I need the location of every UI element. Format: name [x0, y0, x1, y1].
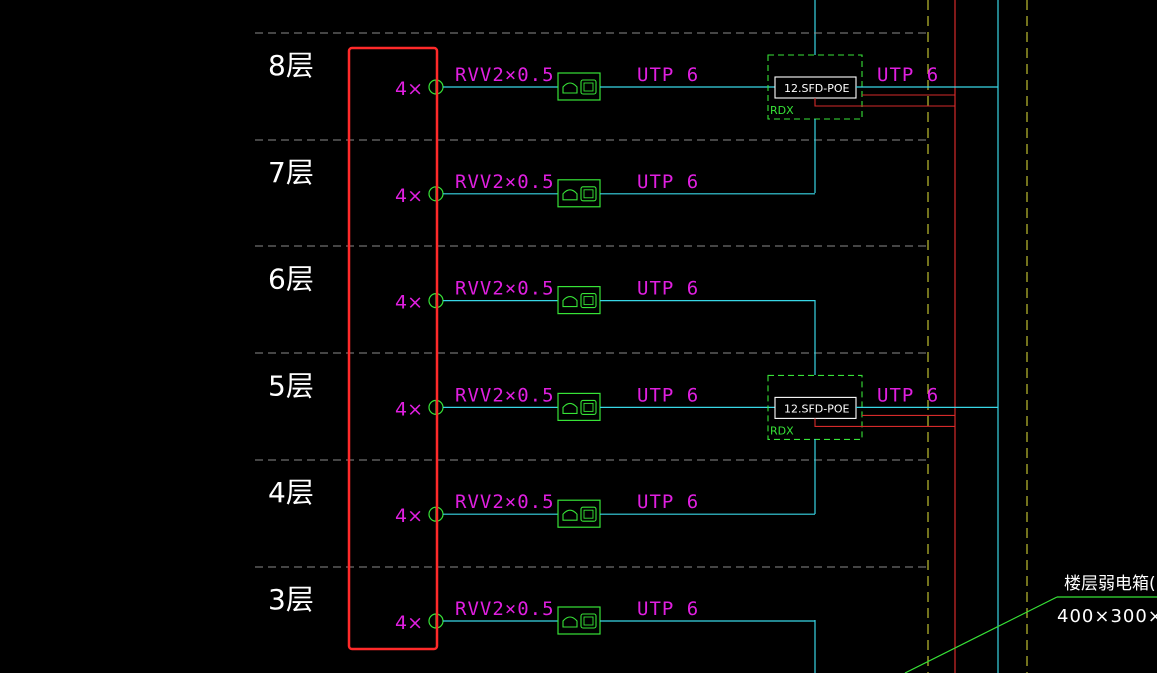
intercom-box [557, 499, 601, 528]
intercom-box [557, 606, 601, 635]
annotation-size: 400×300× [1057, 606, 1157, 627]
floor-label: 7层 [268, 156, 314, 189]
floor-row: 4层 4× RVV2×0.5 UTP 6 [268, 476, 815, 528]
phone-icon [562, 402, 578, 414]
cable-label: RVV2×0.5 [455, 171, 555, 193]
phone-icon [562, 509, 578, 521]
screen-icon [580, 79, 597, 95]
floor-label: 5层 [268, 369, 314, 402]
floor-label: 4层 [268, 476, 314, 509]
floor-label: 8层 [268, 49, 314, 82]
screen-icon [580, 293, 597, 309]
phone-icon [562, 616, 578, 628]
screen-inner-icon [583, 189, 594, 199]
rdx-label: RDX [770, 424, 794, 437]
floor-separators [255, 32, 928, 568]
cable-label: RVV2×0.5 [455, 598, 555, 620]
screen-inner-icon [583, 402, 594, 412]
phone-icon [562, 296, 578, 308]
intercom-box [557, 72, 601, 101]
power-line-upper [814, 98, 955, 107]
screen-icon [580, 186, 597, 202]
outlet-count: 4× [395, 505, 423, 527]
outlet-count: 4× [395, 398, 423, 420]
annotation-leader-diagonal [904, 596, 1058, 673]
utp-label: UTP 6 [637, 598, 699, 620]
screen-inner-icon [583, 296, 594, 306]
power-line-upper [814, 418, 955, 427]
cable-label: RVV2×0.5 [455, 278, 555, 300]
floor-label: 3层 [268, 583, 314, 616]
cable-label: RVV2×0.5 [455, 384, 555, 406]
annotation-title: 楼层弱电箱( 余 [1064, 574, 1157, 594]
floor-row: 7层 4× RVV2×0.5 UTP 6 [268, 156, 815, 208]
intercom-box [557, 179, 601, 208]
rdx-label: RDX [770, 104, 794, 117]
screen-icon [580, 506, 597, 522]
screen-icon [580, 399, 597, 415]
intercom-box [557, 392, 601, 421]
phone-icon [562, 189, 578, 201]
cable-label: RVV2×0.5 [455, 491, 555, 513]
phone-icon [562, 82, 578, 94]
utp-label: UTP 6 [637, 491, 699, 513]
screen-inner-icon [583, 616, 594, 626]
floor-row: 8层 4× RVV2×0.5 UTP 6 12.SFD-POE RDX UTP 6 [268, 49, 998, 120]
outlet-count: 4× [395, 78, 423, 100]
outlet-count: 4× [395, 292, 423, 314]
uplink-label: UTP 6 [877, 64, 939, 86]
intercom-box [557, 286, 601, 315]
poe-switch-label: 12.SFD-POE [784, 82, 850, 95]
utp-label: UTP 6 [637, 171, 699, 193]
outlet-count: 4× [395, 185, 423, 207]
utp-label: UTP 6 [637, 64, 699, 86]
utp-label: UTP 6 [637, 384, 699, 406]
screen-icon [580, 613, 597, 629]
screen-inner-icon [583, 509, 594, 519]
highlight-box [347, 46, 439, 651]
poe-switch-label: 12.SFD-POE [784, 402, 850, 415]
floor-row: 3层 4× RVV2×0.5 UTP 6 [268, 583, 815, 635]
uplink-label: UTP 6 [877, 384, 939, 406]
utp-label: UTP 6 [637, 278, 699, 300]
outlet-count: 4× [395, 612, 423, 634]
floor-row: 5层 4× RVV2×0.5 UTP 6 12.SFD-POE RDX UTP 6 [268, 369, 998, 440]
cable-label: RVV2×0.5 [455, 64, 555, 86]
floor-label: 6层 [268, 263, 314, 296]
screen-inner-icon [583, 82, 594, 92]
